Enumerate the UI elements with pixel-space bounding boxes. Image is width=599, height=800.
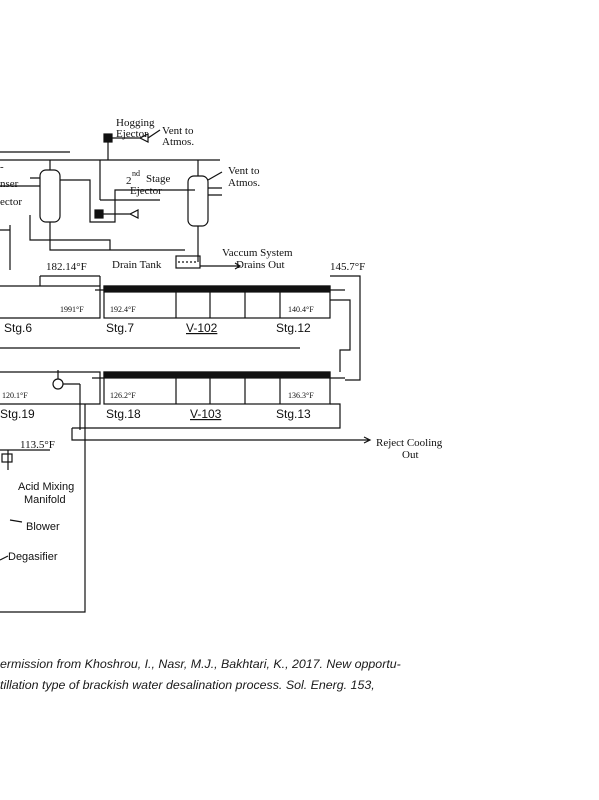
- acid-manifold-box: [1, 453, 13, 463]
- vent-top-label-2: Atmos.: [162, 136, 194, 148]
- temp-1404-label: 140.4°F: [288, 305, 314, 314]
- condenser-partial-dash: -: [0, 161, 4, 173]
- hogging-ejector-body: [103, 133, 113, 143]
- vent-right-label: Vent to: [228, 165, 260, 177]
- acid-manifold-label: Acid Mixing: [18, 481, 74, 493]
- drain-tank: [175, 255, 201, 269]
- upper-link: [39, 275, 101, 286]
- hogging-ejector-label-2: Ejector: [116, 128, 148, 140]
- second-stage-sup: nd: [132, 169, 140, 178]
- after-cond-feed: [197, 160, 222, 196]
- v102-right-inner: [330, 299, 351, 372]
- vacuum-system-label: Vaccum System: [222, 247, 293, 259]
- stg6-label: Stg.6: [4, 321, 32, 335]
- second-stage-line: [89, 189, 195, 223]
- drain-out: [200, 262, 242, 270]
- lower-flash-left: [0, 371, 101, 405]
- reject-branch: [72, 403, 341, 429]
- stg18-label: Stg.18: [106, 407, 141, 421]
- v102-label: V-102: [186, 321, 218, 335]
- header-line: [0, 151, 70, 161]
- v102-right-return: [330, 275, 361, 381]
- second-stage-ejector-label: Ejector: [130, 185, 162, 197]
- ejector-partial-label: ector: [0, 196, 22, 208]
- hogging-line: [70, 140, 220, 161]
- temp-1262-label: 126.2°F: [110, 391, 136, 400]
- cond-loop-lines: [0, 215, 111, 270]
- condenser-partial-label: nser: [0, 178, 19, 190]
- caption-line-1: ermission from Khoshrou, I., Nasr, M.J.,…: [0, 657, 401, 671]
- temp-182-label: 182.14°F: [46, 261, 87, 273]
- v103-label: V-103: [190, 407, 222, 421]
- v102-partitions: [175, 290, 281, 318]
- intercondenser-vessel: [39, 169, 61, 223]
- recycle-pump: [52, 378, 64, 390]
- second-stage-ejector: [95, 209, 139, 219]
- caption-line-2: tillation type of brackish water desalin…: [0, 678, 375, 692]
- second-stage-label: Stage: [146, 173, 171, 185]
- cond-drain: [49, 222, 185, 251]
- v103-partitions: [175, 376, 281, 404]
- temp-1363-label: 136.3°F: [288, 391, 314, 400]
- aftercondenser-vessel: [187, 175, 209, 227]
- hogging-ejector-label: Hogging: [116, 117, 155, 129]
- blower-line: [9, 519, 23, 523]
- temp-1991-label: 1991°F: [60, 305, 84, 314]
- drain-tank-label: Drain Tank: [112, 259, 162, 271]
- vent-right-label-2: Atmos.: [228, 177, 260, 189]
- temp-1201-label: 120.1°F: [2, 391, 28, 400]
- upper-flash-left: [0, 285, 101, 319]
- cond-top-conn: [60, 179, 91, 200]
- makeup-line: [0, 449, 50, 470]
- reject-line: [71, 428, 372, 444]
- acid-manifold-label-2: Manifold: [24, 494, 66, 506]
- degasifier-label: Degasifier: [8, 551, 58, 563]
- figure-caption: ermission from Khoshrou, I., Nasr, M.J.,…: [0, 654, 490, 696]
- temp-1135-label: 113.5°F: [20, 439, 55, 451]
- stage2-line-down: [99, 160, 160, 201]
- v103-tube-bundle: [103, 371, 331, 379]
- blower-label: Blower: [26, 521, 60, 533]
- temp-1924-label: 192.4°F: [110, 305, 136, 314]
- stg13-label: Stg.13: [276, 407, 311, 421]
- main-feed: [0, 404, 86, 613]
- stg7-label: Stg.7: [106, 321, 134, 335]
- reject-cooling-label: Reject Cooling: [376, 437, 443, 449]
- second-stage-body: [94, 209, 104, 219]
- vacuum-drains-label: Drains Out: [236, 259, 285, 271]
- cond-feed: [0, 160, 51, 187]
- reject-out-label: Out: [402, 449, 419, 461]
- degasifier-line: [0, 555, 9, 561]
- hogging-ejector-nozzle: [112, 133, 149, 143]
- vent-right-line: [207, 171, 223, 181]
- stg12-label: Stg.12: [276, 321, 311, 335]
- stg19-label: Stg.19: [0, 407, 35, 421]
- pump-lines: [57, 370, 81, 430]
- v102-tube-bundle: [103, 285, 331, 293]
- vent-top-label: Vent to: [162, 125, 194, 137]
- temp-145-label: 145.7°F: [330, 261, 365, 273]
- second-stage-num: 2: [126, 175, 132, 187]
- vent-top-line: [147, 129, 161, 139]
